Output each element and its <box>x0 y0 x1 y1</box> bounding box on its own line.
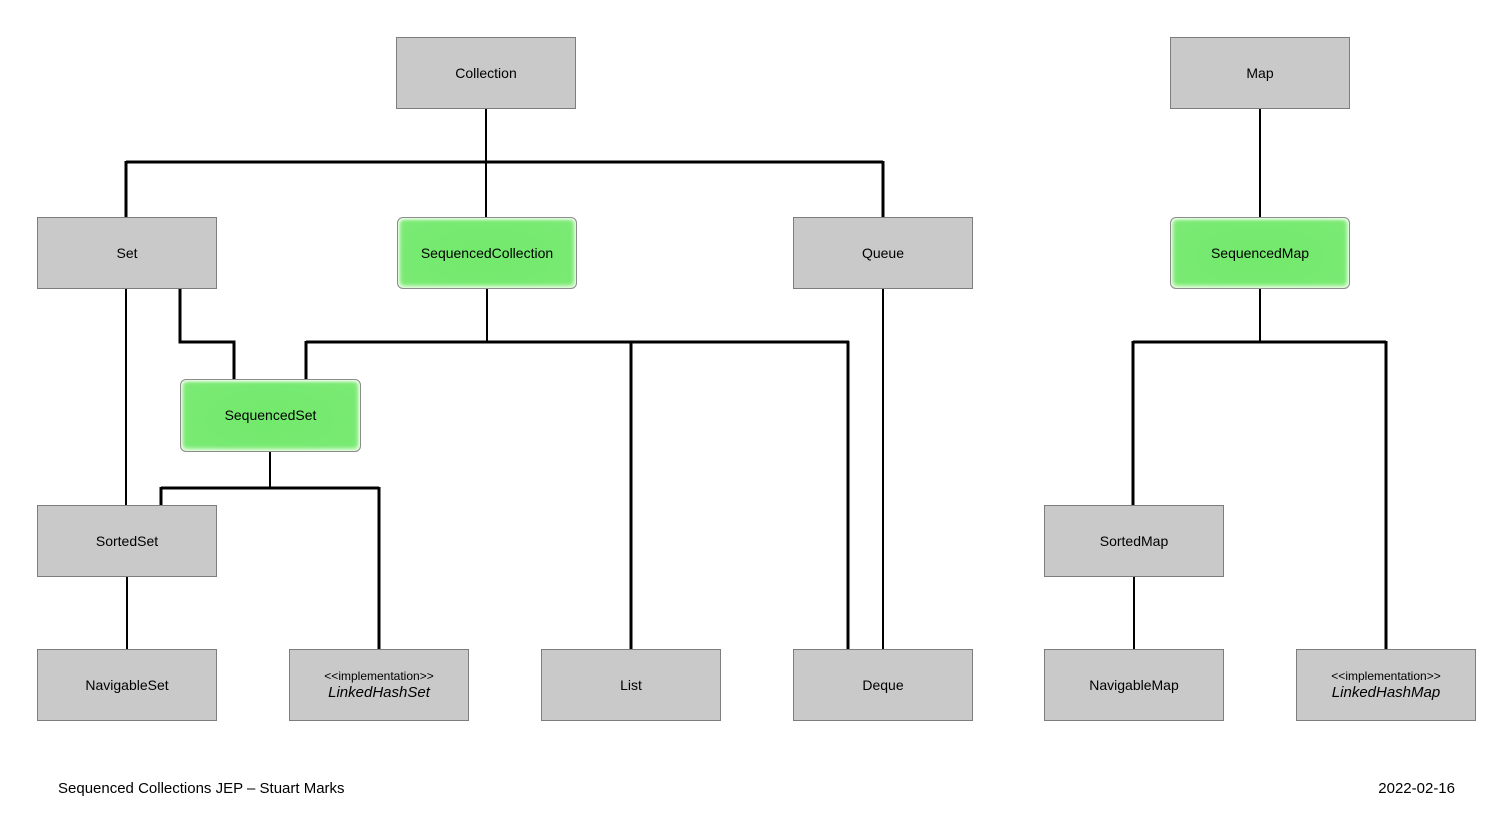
node-sorted-map-label: SortedMap <box>1099 532 1169 549</box>
node-sequenced-set-label: SequencedSet <box>224 407 317 423</box>
node-collection-label: Collection <box>455 64 517 81</box>
node-navigable-map-label: NavigableMap <box>1089 676 1179 693</box>
node-navigable-set: NavigableSet <box>37 649 217 721</box>
node-map-label: Map <box>1246 64 1274 81</box>
node-sequenced-collection-label: SequencedCollection <box>420 244 554 261</box>
node-sequenced-collection: SequencedCollection <box>397 217 577 289</box>
node-sequenced-map-label: SequencedMap <box>1210 244 1310 261</box>
node-linked-hash-map-stereotype: <<implementation>> <box>1331 668 1441 683</box>
node-sequenced-map: SequencedMap <box>1170 217 1350 289</box>
node-linked-hash-set-label: LinkedHashSet <box>328 683 430 701</box>
node-linked-hash-map-label: LinkedHashMap <box>1331 683 1441 701</box>
node-queue: Queue <box>793 217 973 289</box>
node-set-label: Set <box>116 244 138 261</box>
node-map: Map <box>1170 37 1350 109</box>
node-navigable-map: NavigableMap <box>1044 649 1224 721</box>
node-sequenced-set: SequencedSet <box>180 379 361 452</box>
node-list: List <box>541 649 721 721</box>
node-set: Set <box>37 217 217 289</box>
node-linked-hash-map: <<implementation>>LinkedHashMap <box>1296 649 1476 721</box>
footer-date: 2022-02-16 <box>1378 780 1455 797</box>
edge-set-to-sequenced-set <box>178 289 236 379</box>
node-list-label: List <box>620 676 642 693</box>
node-navigable-set-label: NavigableSet <box>85 676 169 693</box>
node-linked-hash-set-stereotype: <<implementation>> <box>324 668 434 683</box>
footer-credit: Sequenced Collections JEP – Stuart Marks <box>58 780 345 797</box>
node-linked-hash-set: <<implementation>>LinkedHashSet <box>289 649 469 721</box>
node-sorted-map: SortedMap <box>1044 505 1224 577</box>
node-deque-label: Deque <box>862 676 904 693</box>
node-queue-label: Queue <box>861 244 905 261</box>
node-collection: Collection <box>396 37 576 109</box>
node-sorted-set-label: SortedSet <box>95 532 159 549</box>
node-sorted-set: SortedSet <box>37 505 217 577</box>
node-deque: Deque <box>793 649 973 721</box>
